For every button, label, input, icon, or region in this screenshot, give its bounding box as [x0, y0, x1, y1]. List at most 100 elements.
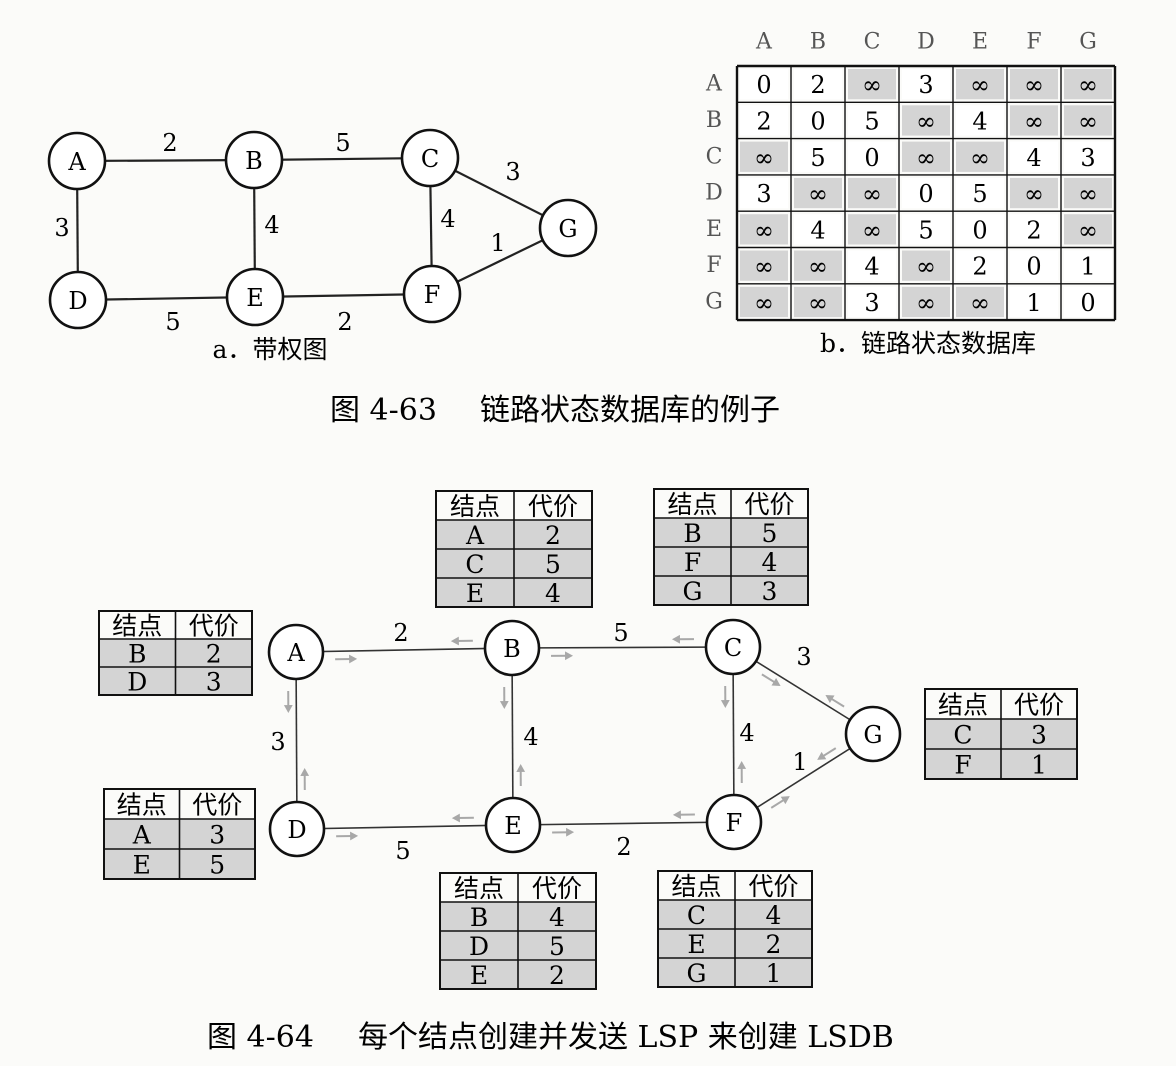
matrix-cell-bg — [1010, 250, 1058, 281]
edge-weight-b-c: 5 — [335, 129, 350, 157]
flood-arrow-head — [737, 760, 747, 769]
matrix-cell: ∞ — [862, 180, 882, 208]
matrix-cell-bg — [794, 105, 842, 136]
matrix-cell-bg — [794, 141, 842, 172]
matrix-cell-bg — [956, 141, 1004, 172]
matrix-cell-bg — [956, 177, 1004, 209]
table-cell: G — [687, 959, 707, 988]
lsp-edge-a-d — [295, 651, 298, 830]
node-b: B — [224, 130, 284, 190]
table-cell: 1 — [1031, 751, 1047, 780]
lsp-edge-weight-e-f: 2 — [616, 833, 631, 861]
node-label: G — [558, 215, 577, 243]
table-cell: 5 — [549, 932, 565, 961]
table-cell: B — [470, 903, 488, 932]
table-cell: 1 — [766, 959, 782, 988]
edge-weight-d-e: 5 — [165, 308, 180, 336]
matrix-cell: ∞ — [1024, 71, 1044, 99]
lsp-node-f: F — [705, 793, 763, 851]
matrix-cell-bg — [848, 141, 896, 172]
flood-arrow-head — [516, 763, 526, 772]
node-circle — [704, 618, 762, 676]
matrix-cell-bg — [1064, 105, 1112, 136]
matrix-cell-bg — [794, 286, 842, 318]
matrix-cell-bg — [1010, 69, 1058, 100]
matrix-cell: ∞ — [970, 289, 990, 317]
table-header: 结点 — [454, 874, 504, 903]
table-header: 结点 — [450, 492, 500, 521]
node-label: F — [726, 809, 743, 837]
matrix-cell: ∞ — [1078, 71, 1098, 99]
table-header: 代价 — [189, 612, 239, 641]
table-cell: F — [954, 751, 971, 780]
matrix-cell-bg — [1010, 286, 1058, 318]
edge-e-f — [254, 292, 433, 299]
node-circle — [47, 131, 107, 191]
matrix-cell: ∞ — [1078, 107, 1098, 135]
node-circle — [538, 198, 598, 258]
table-header: 结点 — [117, 791, 167, 820]
matrix-cell-bg — [794, 250, 842, 281]
table-cell: 3 — [209, 821, 225, 850]
node-label: B — [245, 147, 263, 175]
node-circle — [225, 267, 285, 327]
matrix-cell-bg — [740, 286, 788, 318]
matrix-cell-bg — [956, 69, 1004, 100]
matrix-cell-bg — [956, 250, 1004, 281]
matrix-cell-bg — [740, 250, 788, 281]
table-cell: 3 — [762, 577, 778, 606]
lsp-node-g: G — [844, 705, 902, 763]
table-cell: C — [687, 901, 706, 930]
matrix-cell: 3 — [1080, 144, 1095, 172]
edge-d-e — [77, 295, 256, 302]
matrix-cell-bg — [794, 69, 842, 100]
matrix-cell: ∞ — [916, 289, 936, 317]
matrix-cell: ∞ — [916, 253, 936, 281]
flood-arrow-head — [825, 695, 835, 703]
lsdb-caption: b．链路状态数据库 — [820, 329, 1036, 358]
matrix-cell: 2 — [810, 71, 825, 99]
node-circle — [48, 270, 108, 330]
figure-number: 图 4-64 — [207, 1020, 314, 1055]
table-header: 结点 — [938, 691, 988, 720]
table-cell: 3 — [206, 668, 222, 697]
matrix-cell-bg — [1064, 69, 1112, 100]
lsp-edge-e-f — [512, 821, 735, 826]
flood-arrow-head — [771, 678, 781, 686]
table-cell: D — [469, 932, 489, 961]
matrix-cell-bg — [1064, 141, 1112, 172]
lsp-edge-weight-a-d: 3 — [270, 728, 285, 756]
matrix-cell: 0 — [972, 216, 987, 244]
matrix-cell: 2 — [756, 107, 771, 135]
matrix-cell-bg — [848, 286, 896, 318]
table-cell: A — [132, 821, 152, 850]
matrix-cell: 0 — [1080, 289, 1095, 317]
table-cell: F — [684, 548, 701, 577]
table-cell: 4 — [545, 579, 561, 608]
matrix-cell-bg — [740, 141, 788, 172]
matrix-row-header: C — [706, 144, 723, 169]
table-cell: E — [470, 961, 488, 990]
table-header: 代价 — [528, 492, 578, 521]
table-header: 代价 — [532, 874, 582, 903]
matrix-cell: 1 — [1026, 289, 1041, 317]
table-cell: B — [683, 519, 701, 548]
matrix-cell: 2 — [972, 253, 987, 281]
matrix-cell: 4 — [972, 107, 987, 135]
matrix-row-header: A — [705, 72, 723, 97]
matrix-cell: 4 — [810, 216, 825, 244]
node-circle — [224, 130, 284, 190]
node-label: D — [287, 816, 306, 844]
matrix-cell: 5 — [864, 107, 879, 135]
table-cell: 2 — [766, 930, 782, 959]
lsp-node-b: B — [483, 619, 541, 677]
lsp-edge-weight-c-g: 3 — [796, 643, 811, 671]
matrix-column-header: C — [864, 30, 881, 55]
